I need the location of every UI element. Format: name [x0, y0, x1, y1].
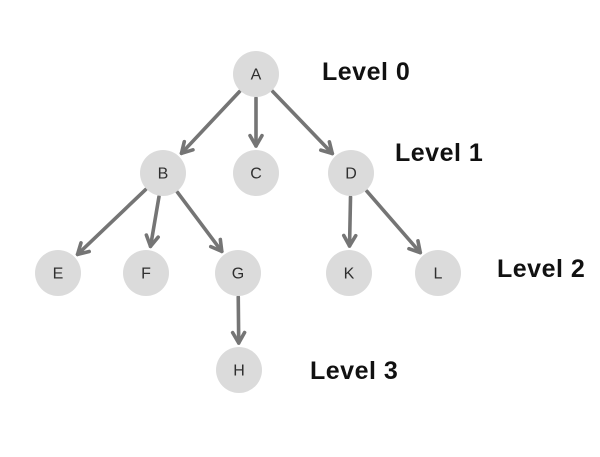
node-label-F: F	[141, 266, 151, 283]
node-circle-F	[123, 250, 169, 296]
node-circle-G	[215, 250, 261, 296]
edge-D-K	[341, 195, 358, 248]
level-label-0: Level 0	[322, 58, 410, 86]
node-C: C	[233, 150, 279, 196]
node-label-G: G	[232, 266, 244, 283]
edge-B-E	[75, 187, 148, 257]
level-labels-layer: Level 0 Level 1 Level 2 Level 3	[310, 58, 585, 385]
arrowhead-icon	[230, 330, 247, 345]
node-F: F	[123, 250, 169, 296]
node-H: H	[216, 347, 262, 393]
node-label-D: D	[345, 166, 357, 183]
edge-B-G	[175, 190, 224, 254]
edge-D-L	[364, 189, 423, 255]
edge-line-A-D	[270, 89, 335, 156]
node-label-L: L	[434, 266, 443, 283]
node-label-B: B	[158, 166, 169, 183]
node-label-E: E	[53, 266, 64, 283]
arrowhead-icon	[208, 237, 224, 254]
node-circle-E	[35, 250, 81, 296]
node-circle-L	[415, 250, 461, 296]
node-label-C: C	[250, 166, 262, 183]
node-G: G	[215, 250, 261, 296]
edge-A-C	[248, 96, 264, 148]
nodes-layer: A B C D E F G K L H	[35, 51, 461, 393]
node-circle-A	[233, 51, 279, 97]
arrowhead-icon	[318, 140, 335, 156]
node-A: A	[233, 51, 279, 97]
arrowhead-icon	[407, 239, 423, 255]
level-label-3: Level 3	[310, 357, 398, 385]
node-L: L	[415, 250, 461, 296]
node-D: D	[328, 150, 374, 196]
node-circle-C	[233, 150, 279, 196]
node-E: E	[35, 250, 81, 296]
arrowhead-icon	[144, 233, 160, 249]
node-circle-B	[140, 150, 186, 196]
edge-A-D	[270, 89, 335, 156]
edge-line-B-G	[175, 190, 224, 254]
arrowhead-icon	[75, 241, 92, 257]
node-K: K	[326, 250, 372, 296]
node-circle-H	[216, 347, 262, 393]
node-B: B	[140, 150, 186, 196]
edge-A-B	[179, 89, 242, 156]
edge-line-D-K	[347, 195, 353, 248]
node-label-H: H	[233, 363, 245, 380]
node-label-K: K	[344, 266, 355, 283]
edges-layer	[75, 89, 423, 345]
edge-G-H	[230, 295, 247, 345]
level-label-2: Level 2	[497, 255, 585, 283]
node-circle-D	[328, 150, 374, 196]
level-label-1: Level 1	[395, 139, 483, 167]
node-label-A: A	[251, 67, 262, 84]
edge-B-F	[144, 194, 161, 249]
node-circle-K	[326, 250, 372, 296]
edge-line-B-F	[148, 194, 161, 249]
edge-line-A-B	[179, 89, 242, 156]
arrowhead-icon	[179, 139, 195, 156]
arrowhead-icon	[341, 233, 358, 248]
edge-line-D-L	[364, 189, 423, 255]
edge-line-B-E	[75, 187, 148, 257]
arrowhead-icon	[248, 133, 264, 148]
